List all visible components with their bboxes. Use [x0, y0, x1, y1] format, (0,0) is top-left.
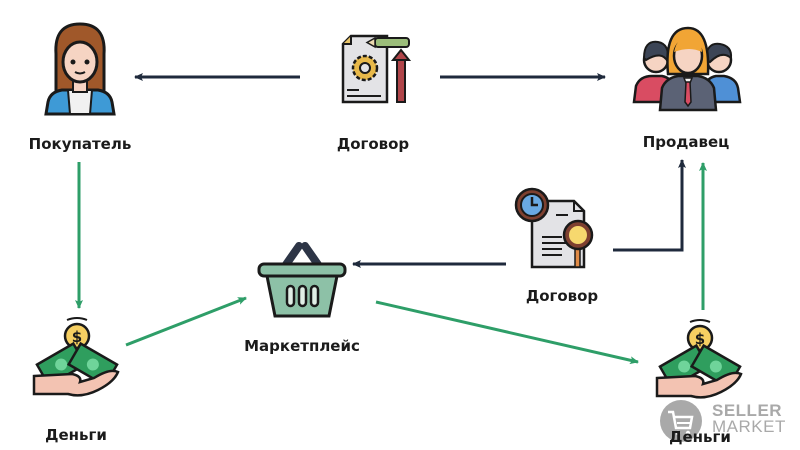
svg-text:$: $ [695, 330, 705, 348]
arrow-contract-to-seller-elbow [613, 159, 686, 252]
buyer-label: Покупатель [28, 135, 132, 153]
contract-review-icon [514, 187, 594, 269]
watermark-line2: MARKET [712, 417, 786, 436]
cart-icon [660, 400, 702, 442]
contract-top-label: Договор [336, 135, 410, 153]
arrow-money-to-marketplace [125, 296, 247, 347]
svg-text:$: $ [72, 328, 82, 346]
watermark: SELLER MARKET [712, 401, 786, 436]
money-right-label: Деньги [669, 428, 731, 446]
contract-gear-icon [341, 34, 412, 104]
team-of-people-icon [632, 26, 742, 112]
money-in-hand-icon: $ [32, 317, 120, 397]
seller-label: Продавец [642, 133, 730, 151]
money-left-label: Деньги [45, 426, 107, 444]
woman-avatar-icon [44, 22, 116, 116]
arrow-marketplace-to-money [375, 300, 639, 365]
watermark-line1: SELLER [712, 401, 783, 420]
marketplace-label: Маркетплейс [244, 337, 360, 355]
contract-mid-label: Договор [525, 287, 599, 305]
shopping-basket-icon [257, 242, 347, 318]
money-in-hand-icon: $ [655, 319, 743, 399]
